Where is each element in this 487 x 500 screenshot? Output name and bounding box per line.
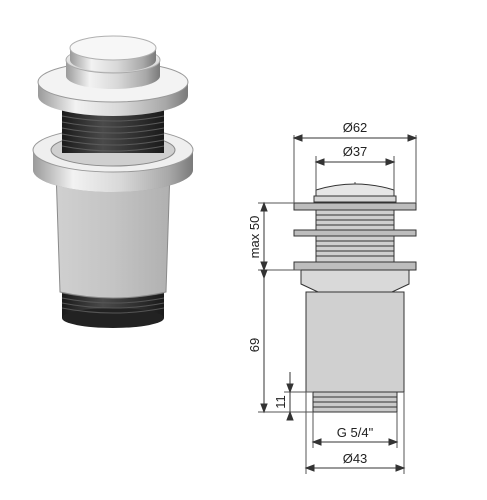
dimension-labels: Ø62 Ø37 max 50 69 11 G 5/4" Ø43 (247, 120, 374, 466)
drawing-bottom-thread (312, 391, 398, 413)
pop-up-cap (65, 35, 161, 89)
dim-thread-height: 11 (273, 395, 288, 409)
drawing-nut (300, 269, 410, 293)
drawing-cap (313, 183, 397, 203)
drawing-thread-body (315, 235, 395, 263)
dim-cap-diameter: Ø37 (343, 144, 368, 159)
drawing-mid-plate (293, 229, 417, 237)
dim-flange-height: max 50 (247, 216, 262, 259)
body-cylinder (55, 169, 171, 299)
drawing-upper-thread (315, 209, 395, 231)
dim-overall-top-diameter: Ø62 (343, 120, 368, 135)
dim-body-height: 69 (247, 338, 262, 352)
dim-bottom-diameter: Ø43 (343, 451, 368, 466)
dim-thread-size: G 5/4" (337, 425, 374, 440)
drawing-body (305, 291, 405, 393)
drawing-top-flange (293, 202, 417, 211)
drawing-lower-flange (293, 261, 417, 271)
product-photo (32, 35, 194, 328)
technical-drawing (258, 134, 418, 474)
